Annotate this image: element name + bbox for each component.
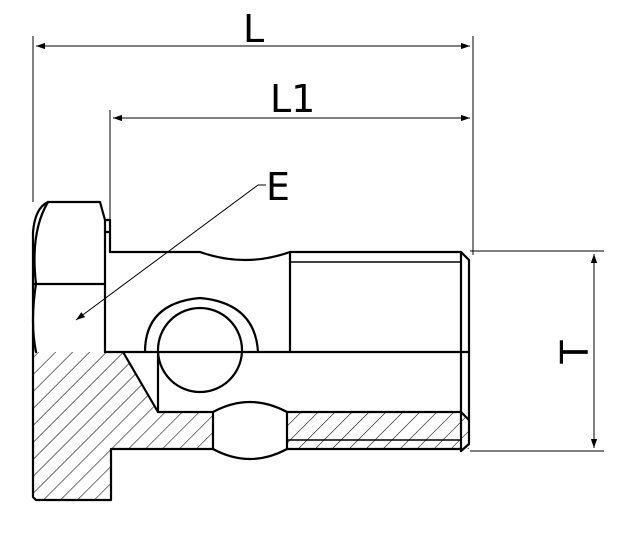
section-hatching (33, 352, 469, 500)
leader-hex-face: E (75, 165, 290, 321)
head-section-outline (31, 350, 215, 502)
hex-flat-edge (31, 200, 50, 354)
collar-top (103, 218, 112, 254)
radial-hole-top (211, 401, 289, 414)
dimension-overall-length: L (32, 7, 474, 255)
label-l: L (243, 7, 264, 51)
label-l1: L1 (270, 77, 315, 121)
label-e: E (266, 165, 290, 209)
dimension-thread-size: T (470, 250, 604, 452)
label-t: T (553, 340, 597, 365)
hex-head-outline (31, 200, 107, 354)
bolt-outline (31, 200, 471, 502)
cross-hole-circle (156, 306, 244, 394)
dimension-thread-length: L1 (109, 77, 470, 252)
cross-hole-counterbore (143, 296, 260, 354)
shank-upper-outline (108, 250, 471, 453)
radial-hole-bottom (211, 447, 289, 460)
